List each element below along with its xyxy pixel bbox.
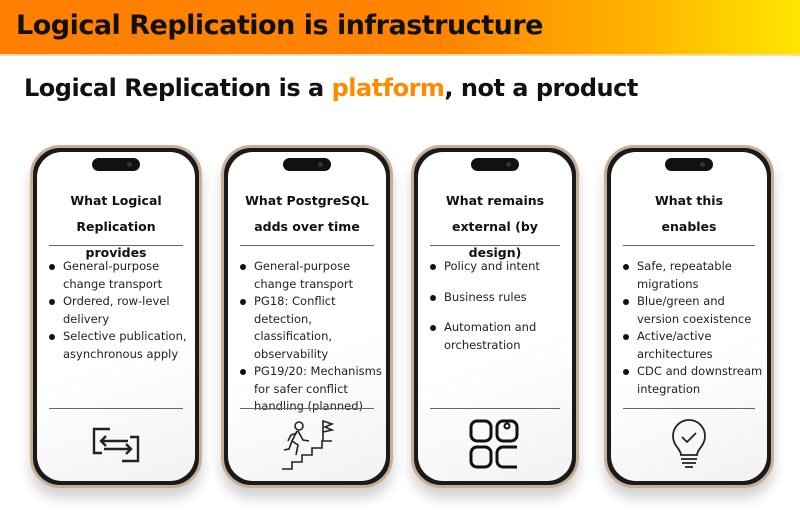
card-list: Policy and intent Business rules Automat… — [428, 258, 568, 367]
list-item: General-purpose change transport — [238, 258, 382, 293]
card-title: What remains external (by design) — [445, 193, 545, 260]
list-item: CDC and downstream integration — [621, 363, 763, 398]
card-list: General-purpose change transport PG18: C… — [238, 258, 382, 416]
card-title: What Logical Replication provides — [70, 193, 162, 260]
phone-notch — [665, 158, 713, 171]
page-title: Logical Replication is infrastructure — [16, 10, 543, 41]
subtitle-text-end: , not a product — [444, 74, 638, 102]
card-title: What this enables — [654, 193, 724, 234]
list-item: Active/active architectures — [621, 328, 763, 363]
subtitle-text: Logical Replication is a — [24, 74, 332, 102]
list-item: Automation and orchestration — [428, 319, 568, 354]
lightbulb-check-icon — [672, 419, 706, 468]
list-item: General-purpose change transport — [47, 258, 191, 293]
subtitle-highlight: platform — [331, 74, 445, 102]
phone-card-provides: What Logical Replication provides Genera… — [30, 145, 202, 488]
divider — [240, 245, 374, 246]
list-item: Blue/green and version coexistence — [621, 293, 763, 328]
divider — [430, 245, 560, 246]
divider — [49, 408, 183, 409]
list-item: Policy and intent — [428, 258, 568, 276]
list-item: Business rules — [428, 289, 568, 307]
list-item: PG18: Conflict detection, classification… — [238, 293, 382, 363]
divider — [240, 408, 374, 409]
swap-arrows-icon — [92, 427, 140, 463]
phone-notch — [471, 158, 519, 171]
card-list: Safe, repeatable migrations Blue/green a… — [621, 258, 763, 398]
app-grid-icon — [469, 419, 519, 469]
person-climbing-stairs-flag-icon — [282, 419, 335, 470]
divider — [623, 245, 755, 246]
phone-card-external: What remains external (by design) Policy… — [411, 145, 579, 488]
phone-notch — [283, 158, 331, 171]
subtitle: Logical Replication is a platform, not a… — [24, 74, 638, 102]
list-item: PG19/20: Mechanisms for safer conflict h… — [238, 363, 382, 416]
phone-notch — [92, 158, 140, 171]
divider — [49, 245, 183, 246]
header-banner: Logical Replication is infrastructure — [0, 0, 800, 56]
card-title: What PostgreSQL adds over time — [245, 193, 369, 234]
list-item: Ordered, row-level delivery — [47, 293, 191, 328]
divider — [430, 408, 560, 409]
list-item: Selective publication, asynchronous appl… — [47, 328, 191, 363]
phone-card-enables: What this enables Safe, repeatable migra… — [604, 145, 774, 488]
card-list: General-purpose change transport Ordered… — [47, 258, 191, 363]
phone-card-postgresql: What PostgreSQL adds over time General-p… — [221, 145, 393, 488]
list-item: Safe, repeatable migrations — [621, 258, 763, 293]
divider — [623, 408, 755, 409]
